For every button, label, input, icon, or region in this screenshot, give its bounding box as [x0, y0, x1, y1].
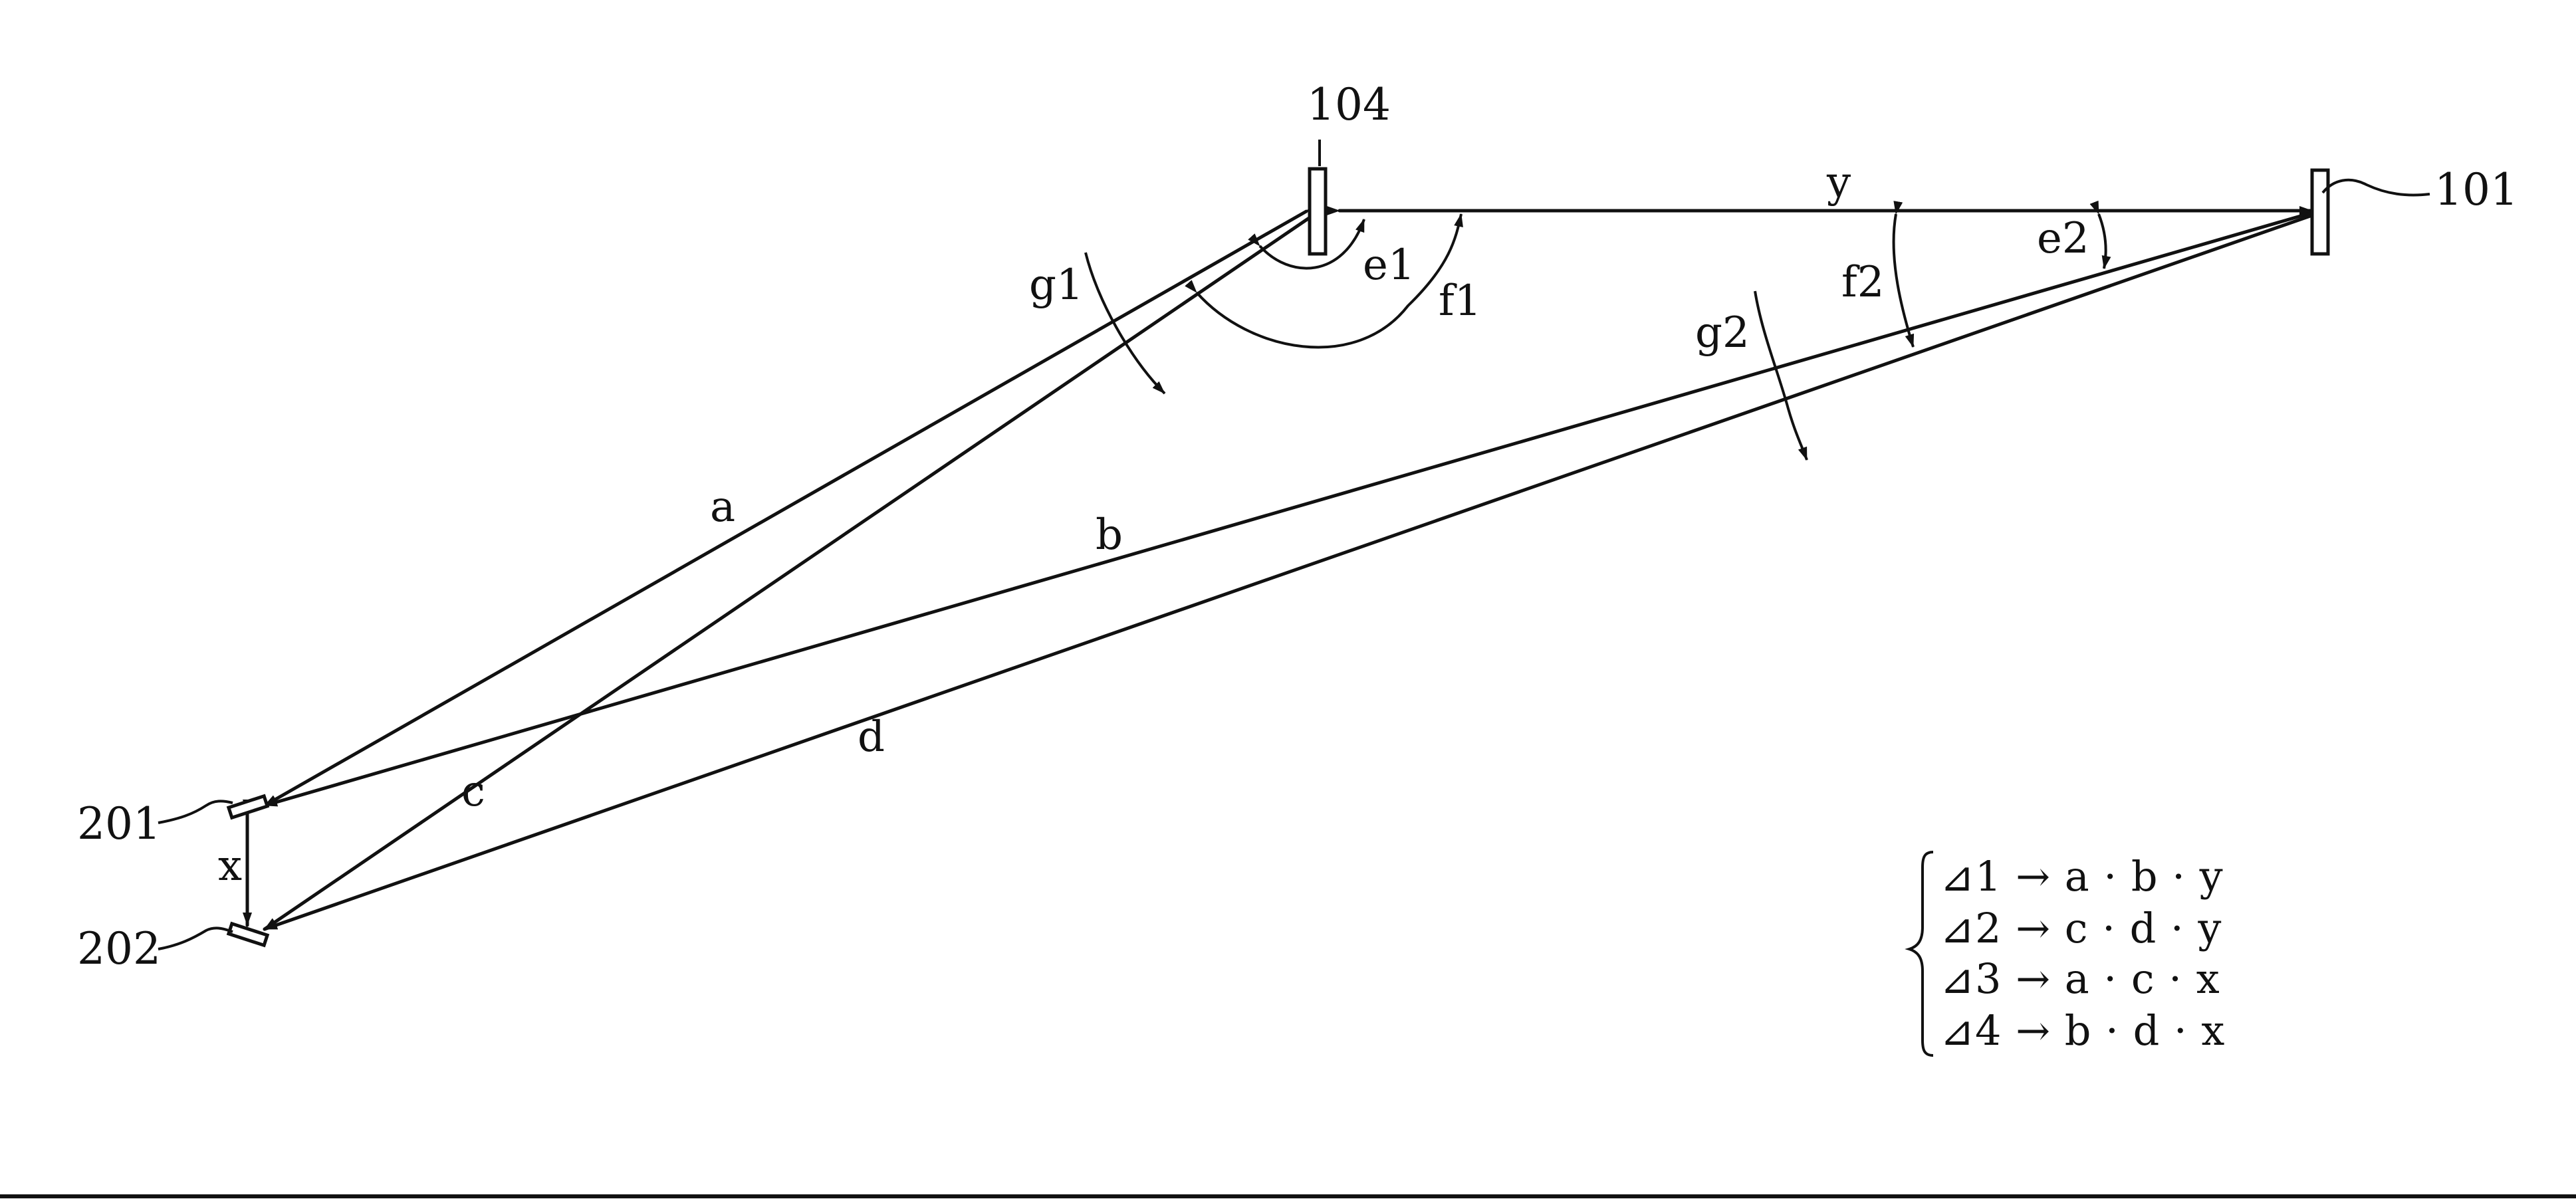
label-d: d: [858, 712, 885, 762]
label-g1: g1: [1029, 261, 1084, 310]
label-f2: f2: [1841, 258, 1884, 307]
line-a: [265, 211, 1306, 806]
equation-3: ⊿3 → a · c · x: [1940, 954, 2220, 1003]
label-g2: g2: [1695, 308, 1750, 358]
target-202-leader: [158, 928, 233, 949]
label-a: a: [710, 483, 735, 532]
ref-101: 101: [2434, 164, 2518, 215]
line-d: [265, 215, 2312, 929]
equation-1: ⊿1 → a · b · y: [1940, 852, 2224, 901]
label-b: b: [1096, 510, 1123, 560]
target-201-leader: [158, 801, 233, 823]
label-e1: e1: [1363, 241, 1415, 290]
label-c: c: [461, 767, 485, 816]
label-e2: e2: [2037, 214, 2089, 263]
equation-4: ⊿4 → b · d · x: [1940, 1006, 2225, 1055]
label-f1: f1: [1439, 276, 1481, 326]
line-b: [265, 213, 2312, 806]
ref-201: 201: [77, 798, 161, 849]
ref-104: 104: [1307, 79, 1391, 130]
ref-202: 202: [77, 923, 161, 974]
angle-arc-g2: [1755, 291, 1807, 460]
sensor-101: [2312, 170, 2328, 254]
target-202: [229, 924, 267, 946]
label-y: y: [1826, 158, 1851, 207]
line-c: [265, 214, 1315, 929]
equations-brace: [1909, 852, 1933, 1055]
sensor-104: [1310, 169, 1326, 254]
angle-arc-f2: [1894, 214, 1913, 347]
label-x: x: [218, 841, 242, 891]
sensor-101-leader: [2323, 180, 2430, 195]
angle-arc-e2: [2099, 214, 2106, 269]
equation-2: ⊿2 → c · d · y: [1940, 904, 2222, 952]
angle-arc-f1: [1197, 214, 1461, 347]
